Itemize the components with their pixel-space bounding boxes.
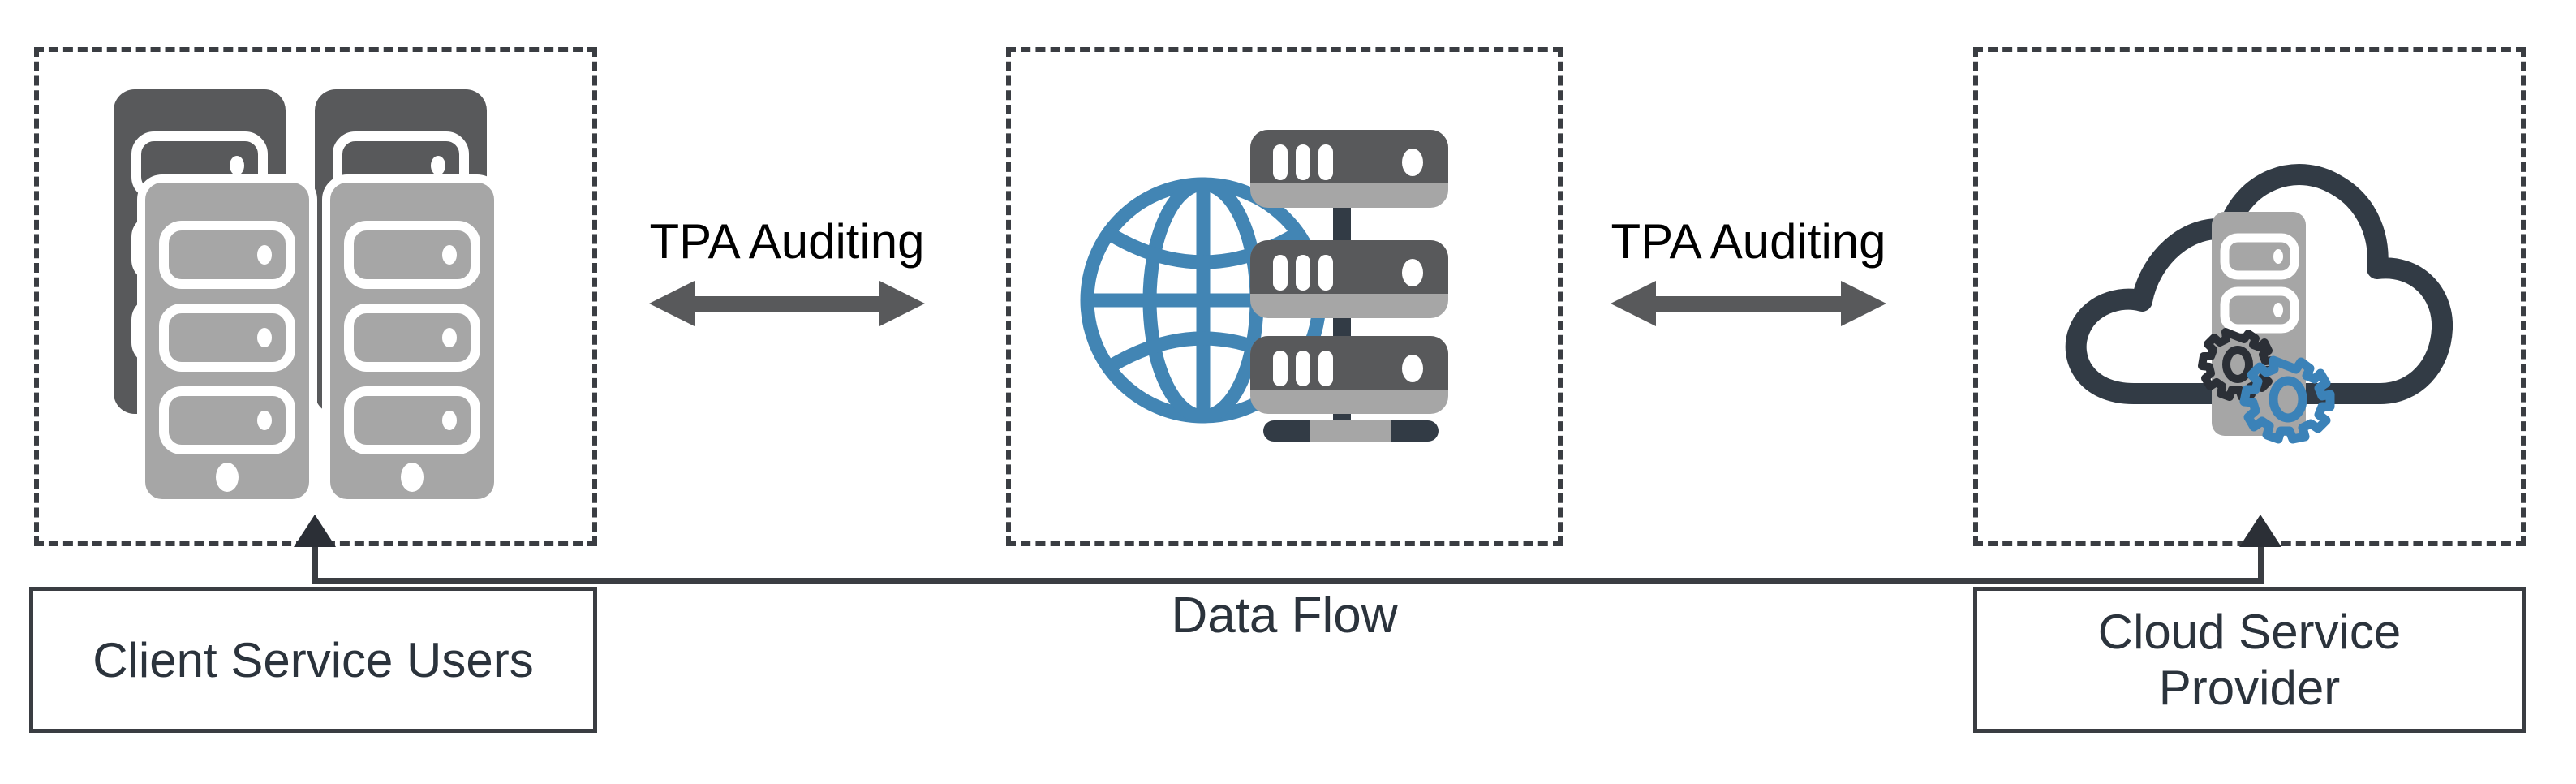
data-flow-arrow-to-client-icon <box>294 515 336 547</box>
client-servers-icon <box>114 89 519 507</box>
tpa-auditing-label-left: TPA Auditing <box>649 214 925 269</box>
cloud-service-provider-box: Cloud Service Provider <box>1973 587 2526 733</box>
arrow-shaft <box>1653 296 1844 312</box>
connector-tpa-to-cloud: TPA Auditing <box>1602 218 1894 326</box>
client-service-users-box: Client Service Users <box>29 587 597 733</box>
arrow-head-left-icon <box>649 281 695 326</box>
cloud-service-provider-label: Cloud Service Provider <box>2098 604 2402 716</box>
double-arrow-left-icon <box>649 281 925 326</box>
double-arrow-right-icon <box>1611 281 1886 326</box>
data-flow-arrow-to-cloud-icon <box>2239 515 2281 547</box>
client-service-users-label: Client Service Users <box>92 632 534 687</box>
arrow-head-right-icon <box>879 281 925 326</box>
arrow-head-left-icon <box>1611 281 1656 326</box>
zone-third-party-auditor <box>1006 47 1563 546</box>
arrow-shaft <box>691 296 883 312</box>
cloud-provider-icon <box>2053 134 2458 475</box>
connector-client-to-tpa: TPA Auditing <box>641 218 933 326</box>
arrow-head-right-icon <box>1841 281 1886 326</box>
data-flow-stem-left <box>312 546 318 583</box>
tpa-auditing-label-right: TPA Auditing <box>1611 214 1886 269</box>
tpa-network-icon <box>1075 130 1497 471</box>
cloud-label-line-2: Provider <box>2158 661 2341 715</box>
data-flow-line <box>312 578 2264 584</box>
data-flow-stem-right <box>2258 546 2264 583</box>
data-flow-label: Data Flow <box>1006 587 1563 644</box>
cloud-label-line-1: Cloud Service <box>2097 605 2402 659</box>
data-flow-text: Data Flow <box>1171 588 1398 644</box>
